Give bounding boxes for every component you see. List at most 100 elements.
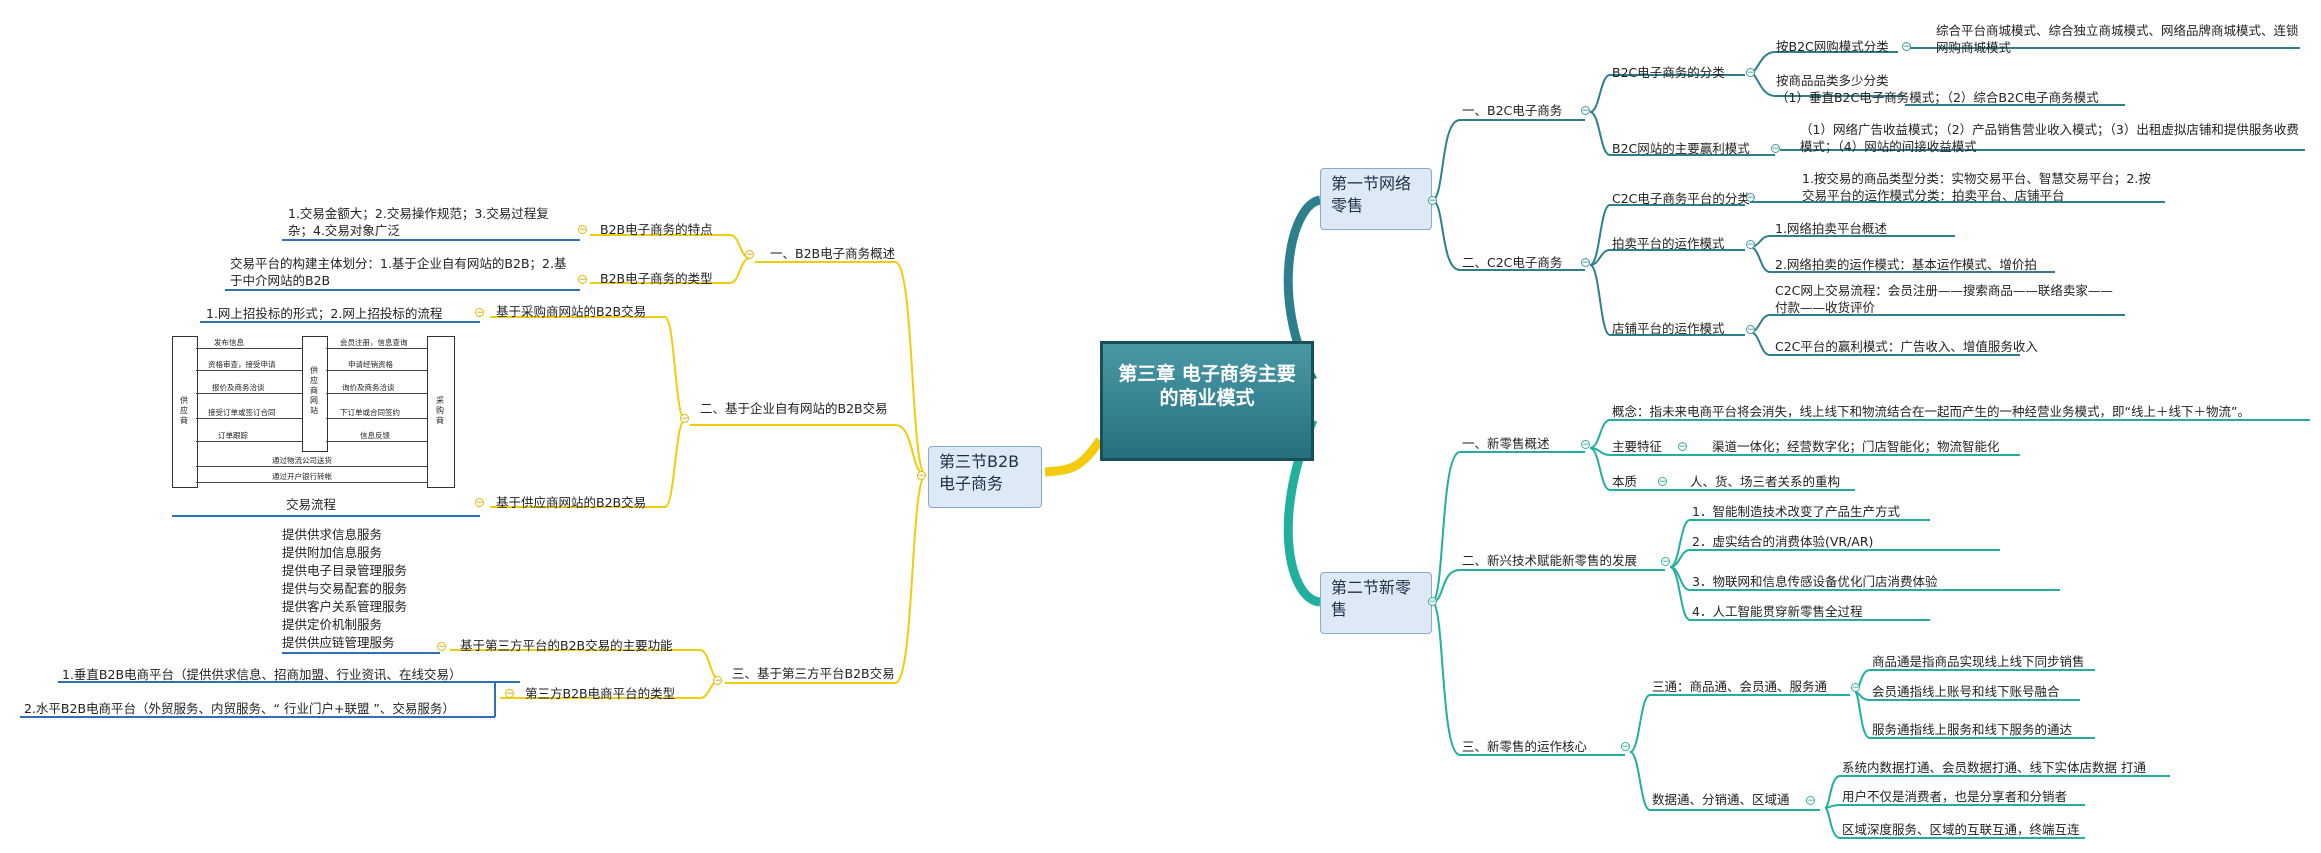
collapse-toggle-icon[interactable]: − xyxy=(1746,325,1755,335)
collapse-toggle-icon[interactable]: − xyxy=(713,676,722,686)
c2c-classify-label[interactable]: C2C电子商务平台的分类 xyxy=(1612,191,1750,206)
newretail-essence-label[interactable]: 本质 xyxy=(1612,474,1638,489)
collapse-toggle-icon[interactable]: − xyxy=(1746,68,1755,78)
collapse-toggle-icon[interactable]: − xyxy=(475,308,484,318)
b2c-branch-label[interactable]: 一、B2C电子商务 xyxy=(1462,103,1563,118)
b2c-classify-category-detail: （1）垂直B2C电子商务模式；（2）综合B2C电子商务模式 xyxy=(1776,90,2099,105)
collapse-toggle-icon[interactable]: − xyxy=(1806,796,1815,806)
flow-step: 发布信息 xyxy=(214,338,244,347)
newretail-concept: 概念：指未来电商平台将会消失，线上线下和物流结合在一起而产生的一种经营业务模式，… xyxy=(1612,404,2250,419)
c2c-branch-label[interactable]: 二、C2C电子商务 xyxy=(1462,255,1563,270)
tech-item: 4．人工智能贯穿新零售全过程 xyxy=(1692,604,1863,619)
flow-buyer-label: 采购商 xyxy=(436,396,444,425)
b2b-features-detail: 1.交易金额大；2.交易操作规范；3.交易过程复杂；4.交易对象广泛 xyxy=(288,206,549,238)
collapse-toggle-icon[interactable]: − xyxy=(1581,106,1590,116)
collapse-toggle-icon[interactable]: − xyxy=(1621,742,1630,752)
flow-step: 报价及商务洽谈 xyxy=(212,383,265,392)
b2b-third-type-item: 2.水平B2B电商平台（外贸服务、内贸服务、“ 行业门户+联盟 ”、交易服务） xyxy=(24,701,455,716)
collapse-toggle-icon[interactable]: − xyxy=(505,689,514,699)
flow-step: 下订单或合同签约 xyxy=(340,408,400,417)
section-3-node[interactable]: 第三节B2B电子商务 xyxy=(928,446,1042,508)
flow-step: 询价及商务洽谈 xyxy=(342,383,395,392)
flow-website-label: 供应商网站 xyxy=(310,366,318,415)
b2b-seller-label[interactable]: 基于供应商网站的B2B交易 xyxy=(496,495,647,510)
section-1-node[interactable]: 第一节网络零售 xyxy=(1320,168,1432,230)
collapse-toggle-icon[interactable]: − xyxy=(1428,597,1437,607)
b2b-types-label[interactable]: B2B电子商务的类型 xyxy=(600,271,713,286)
b2c-classify-category-label[interactable]: 按商品品类多少分类 xyxy=(1776,73,1889,88)
flow-step: 资格审查，接受申请 xyxy=(208,360,276,369)
collapse-toggle-icon[interactable]: − xyxy=(578,225,587,235)
core-data-item: 系统内数据打通、会员数据打通、线下实体店数据 打通 xyxy=(1842,760,2146,775)
collapse-toggle-icon[interactable]: − xyxy=(1581,440,1590,450)
flow-step: 订单跟踪 xyxy=(218,431,248,440)
collapse-toggle-icon[interactable]: − xyxy=(1661,557,1670,567)
newretail-core-label[interactable]: 三、新零售的运作核心 xyxy=(1462,739,1588,754)
b2b-third-functions-label[interactable]: 基于第三方平台的B2B交易的主要功能 xyxy=(460,638,673,653)
collapse-toggle-icon[interactable]: − xyxy=(578,275,587,285)
b2c-classify-label[interactable]: B2C电子商务的分类 xyxy=(1612,65,1725,80)
collapse-toggle-icon[interactable]: − xyxy=(745,250,754,260)
b2b-buyer-detail: 1.网上招投标的形式；2.网上招投标的流程 xyxy=(206,306,443,321)
collapse-toggle-icon[interactable]: − xyxy=(1678,442,1687,452)
function-item: 提供与交易配套的服务 xyxy=(282,581,408,596)
collapse-toggle-icon[interactable]: − xyxy=(437,642,446,652)
collapse-toggle-icon[interactable]: − xyxy=(1771,144,1780,154)
collapse-toggle-icon[interactable]: − xyxy=(917,471,926,481)
b2b-third-types-label[interactable]: 第三方B2B电商平台的类型 xyxy=(525,686,676,701)
core-three-item: 商品通是指商品实现线上线下同步销售 xyxy=(1872,654,2085,669)
collapse-toggle-icon[interactable]: − xyxy=(1902,42,1911,52)
tech-item: 2．虚实结合的消费体验(VR/AR) xyxy=(1692,534,1874,549)
collapse-toggle-icon[interactable]: − xyxy=(1581,258,1590,268)
c2c-classify-detail: 1.按交易的商品类型分类：实物交易平台、智慧交易平台；2.按交易平台的运作模式分… xyxy=(1802,171,2151,203)
collapse-toggle-icon[interactable]: − xyxy=(1428,196,1437,206)
c2c-auction-item: 2.网络拍卖的运作模式：基本运作模式、增价拍 xyxy=(1775,257,2037,272)
function-item: 提供供求信息服务 xyxy=(282,527,383,542)
c2c-store-label[interactable]: 店铺平台的运作模式 xyxy=(1612,321,1725,336)
flow-supplier-label: 供应商 xyxy=(180,396,188,425)
flow-step: 信息反馈 xyxy=(360,431,390,440)
function-item: 提供供应链管理服务 xyxy=(282,635,395,650)
collapse-toggle-icon[interactable]: − xyxy=(1746,240,1755,250)
function-item: 提供附加信息服务 xyxy=(282,545,383,560)
b2b-buyer-label[interactable]: 基于采购商网站的B2B交易 xyxy=(496,304,647,319)
collapse-toggle-icon[interactable]: − xyxy=(680,414,689,424)
b2b-types-detail: 交易平台的构建主体划分：1.基于企业自有网站的B2B；2.基于中介网站的B2B xyxy=(230,256,567,288)
core-three-label[interactable]: 三通：商品通、会员通、服务通 xyxy=(1652,679,1828,694)
collapse-toggle-icon[interactable]: − xyxy=(1746,193,1755,203)
c2c-store-item: C2C网上交易流程：会员注册——搜索商品——联络卖家——付款——收货评价 xyxy=(1775,283,2113,315)
core-data-item: 用户不仅是消费者，也是分享者和分销者 xyxy=(1842,789,2068,804)
tech-item: 1．智能制造技术改变了产品生产方式 xyxy=(1692,504,1900,519)
collapse-toggle-icon[interactable]: − xyxy=(475,498,484,508)
function-item: 提供电子目录管理服务 xyxy=(282,563,408,578)
collapse-toggle-icon[interactable]: − xyxy=(1658,477,1667,487)
b2b-overview-label[interactable]: 一、B2B电子商务概述 xyxy=(770,246,896,261)
b2b-third-label[interactable]: 三、基于第三方平台B2B交易 xyxy=(732,666,895,681)
newretail-tech-label[interactable]: 二、新兴技术赋能新零售的发展 xyxy=(1462,553,1638,568)
newretail-essence-detail: 人、货、场三者关系的重构 xyxy=(1690,474,1841,489)
b2b-own-label[interactable]: 二、基于企业自有网站的B2B交易 xyxy=(700,401,888,416)
b2b-trade-flow-diagram: 供应商 供应商网站 采购商 发布信息 资格审查，接受申请 报价及商务洽谈 接受订… xyxy=(172,336,458,488)
flow-step: 接受订单或签订合同 xyxy=(208,408,276,417)
b2b-features-label[interactable]: B2B电子商务的特点 xyxy=(600,222,713,237)
collapse-toggle-icon[interactable]: − xyxy=(1851,683,1860,693)
core-three-item: 会员通指线上账号和线下账号融合 xyxy=(1872,684,2060,699)
b2b-third-type-item: 1.垂直B2B电商平台（提供供求信息、招商加盟、行业资讯、在线交易） xyxy=(62,667,462,682)
tech-item: 3．物联网和信息传感设备优化门店消费体验 xyxy=(1692,574,1938,589)
newretail-overview-label[interactable]: 一、新零售概述 xyxy=(1462,436,1550,451)
root-to-sec3 xyxy=(1044,437,1104,477)
function-item: 提供客户关系管理服务 xyxy=(282,599,408,614)
c2c-auction-item: 1.网络拍卖平台概述 xyxy=(1775,221,1887,236)
core-data-label[interactable]: 数据通、分销通、区域通 xyxy=(1652,792,1790,807)
c2c-auction-label[interactable]: 拍卖平台的运作模式 xyxy=(1612,236,1725,251)
b2c-classify-mode-detail: 综合平台商城模式、综合独立商城模式、网络品牌商城模式、连锁网购商城模式 xyxy=(1936,23,2299,55)
newretail-feature-label[interactable]: 主要特征 xyxy=(1612,439,1663,454)
flow-step: 申请经销资格 xyxy=(348,360,393,369)
function-item: 提供定价机制服务 xyxy=(282,617,383,632)
b2c-classify-mode-label[interactable]: 按B2C网购模式分类 xyxy=(1776,39,1889,54)
section-2-node[interactable]: 第二节新零售 xyxy=(1320,572,1432,634)
b2c-profit-label[interactable]: B2C网站的主要赢利模式 xyxy=(1612,141,1750,156)
root-topic[interactable]: 第三章 电子商务主要的商业模式 xyxy=(1100,341,1314,461)
b2b-third-functions-list: 提供供求信息服务 提供附加信息服务 提供电子目录管理服务 提供与交易配套的服务 … xyxy=(282,526,407,652)
